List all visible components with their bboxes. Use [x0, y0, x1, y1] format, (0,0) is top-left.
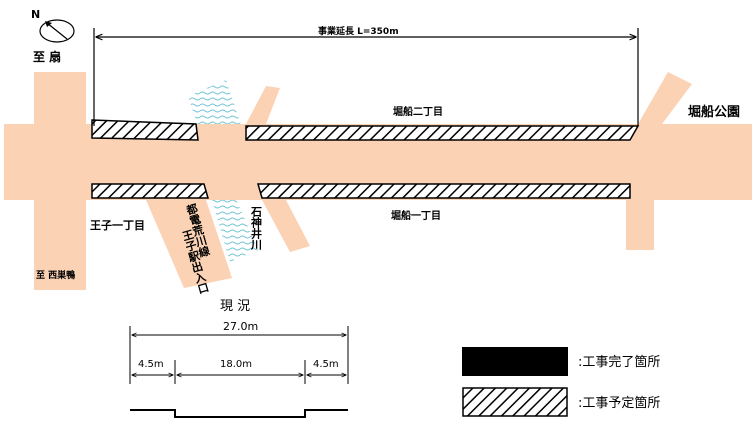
label-to-nishisugamo: 至 西巣鴨 [36, 269, 75, 281]
road-profile [130, 409, 348, 418]
planned-section-south-west [91, 183, 209, 199]
label-oji-1: 王子一丁目 [90, 219, 145, 232]
legend-label-planned: :工事予定箇所 [578, 395, 660, 411]
total-width-label: 27.0m [223, 320, 258, 333]
compass-needle [46, 22, 68, 40]
compass-letter: N [31, 8, 40, 21]
left-sidewalk-label: 4.5m [138, 359, 164, 370]
road-ne-diagonal [638, 72, 692, 124]
planned-sections [91, 119, 640, 199]
legend-swatch-completed [462, 347, 568, 376]
north-compass: N [31, 8, 75, 43]
planned-section-north-east [245, 125, 640, 141]
oji-exit-road [146, 200, 232, 288]
compass-circle [39, 19, 75, 43]
label-project-length: 事業延長 L=350m [318, 25, 399, 37]
label-to-ogi: 至 扇 [33, 49, 61, 64]
carriageway-label: 18.0m [220, 359, 252, 370]
planned-section-north-west [91, 119, 199, 141]
planned-section-south-east [257, 183, 631, 199]
label-horifune-park: 堀船公園 [688, 104, 740, 120]
right-sidewalk-label: 4.5m [313, 359, 339, 370]
road-se-spur [626, 198, 654, 250]
legend-label-completed: :工事完了箇所 [578, 354, 660, 370]
road-nw-diagonal [246, 86, 280, 124]
label-horifune-1: 堀船一丁目 [391, 209, 441, 222]
project-length-dimension [93, 28, 639, 126]
cross-section: 現 況 27.0m 4.5m 18.0m 4.5m [129, 299, 349, 418]
road-network [4, 72, 752, 290]
legend: :工事完了箇所 :工事予定箇所 [462, 347, 660, 417]
road-s-diagonal [262, 200, 310, 252]
label-horifune-2: 堀船二丁目 [393, 105, 443, 118]
cross-section-title: 現 況 [220, 299, 250, 314]
label-shakujii-river: 石神井川 [250, 206, 264, 250]
legend-swatch-planned [462, 387, 568, 417]
west-cross-road [34, 72, 86, 290]
compass-arrow [45, 21, 52, 27]
